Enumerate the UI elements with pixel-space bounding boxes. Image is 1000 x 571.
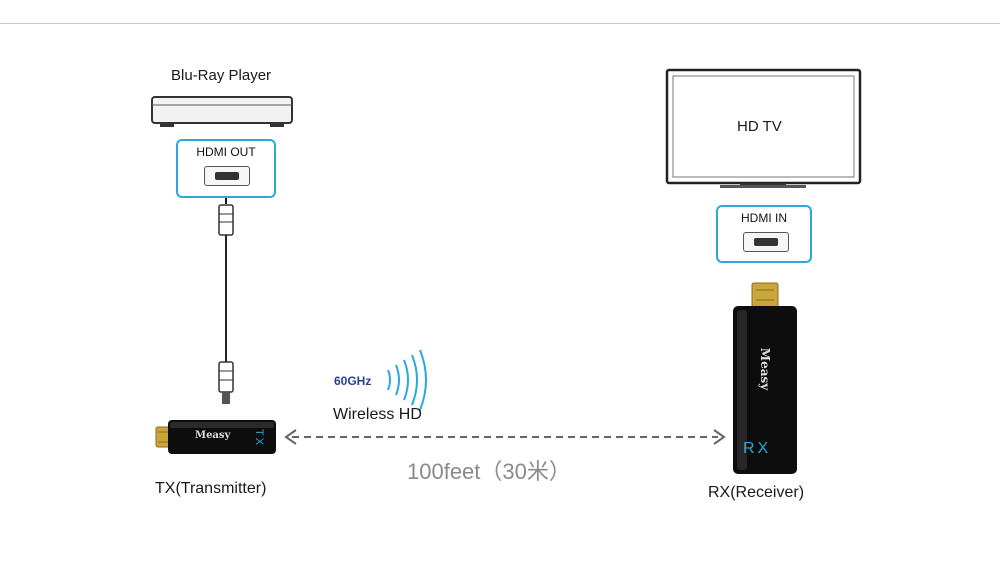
receiver-label: RX(Receiver)	[708, 484, 805, 501]
transmitter-brand: Measy	[195, 430, 231, 441]
hdmi-socket-icon	[743, 232, 789, 252]
frequency-label: 60GHz	[334, 374, 372, 388]
hd-tv-icon	[665, 68, 862, 188]
hdmi-cable-icon	[218, 204, 234, 404]
top-divider	[0, 23, 1000, 24]
blu-ray-player-icon	[151, 96, 293, 127]
wireless-signal-icon	[387, 349, 427, 411]
hdmi-in-label: HDMI IN	[741, 211, 787, 225]
hdmi-in-port: HDMI IN	[716, 205, 812, 263]
blu-ray-player-label: Blu-Ray Player	[171, 67, 272, 84]
receiver-dongle-icon	[733, 282, 797, 474]
hdmi-socket-icon	[204, 166, 250, 186]
hdmi-out-port: HDMI OUT	[176, 139, 276, 198]
transmitter-dongle-icon	[155, 420, 276, 454]
hd-tv-label: HD TV	[737, 118, 782, 135]
wireless-label: Wireless HD	[333, 406, 422, 423]
distance-arrow	[284, 429, 726, 445]
receiver-brand: Measy	[758, 347, 772, 391]
distance-label: 100feet（30米）	[407, 459, 571, 484]
receiver-badge: RX	[743, 440, 772, 457]
hdmi-out-label: HDMI OUT	[196, 145, 256, 159]
transmitter-label: TX(Transmitter)	[155, 480, 267, 497]
transmitter-badge: TX	[253, 428, 266, 448]
